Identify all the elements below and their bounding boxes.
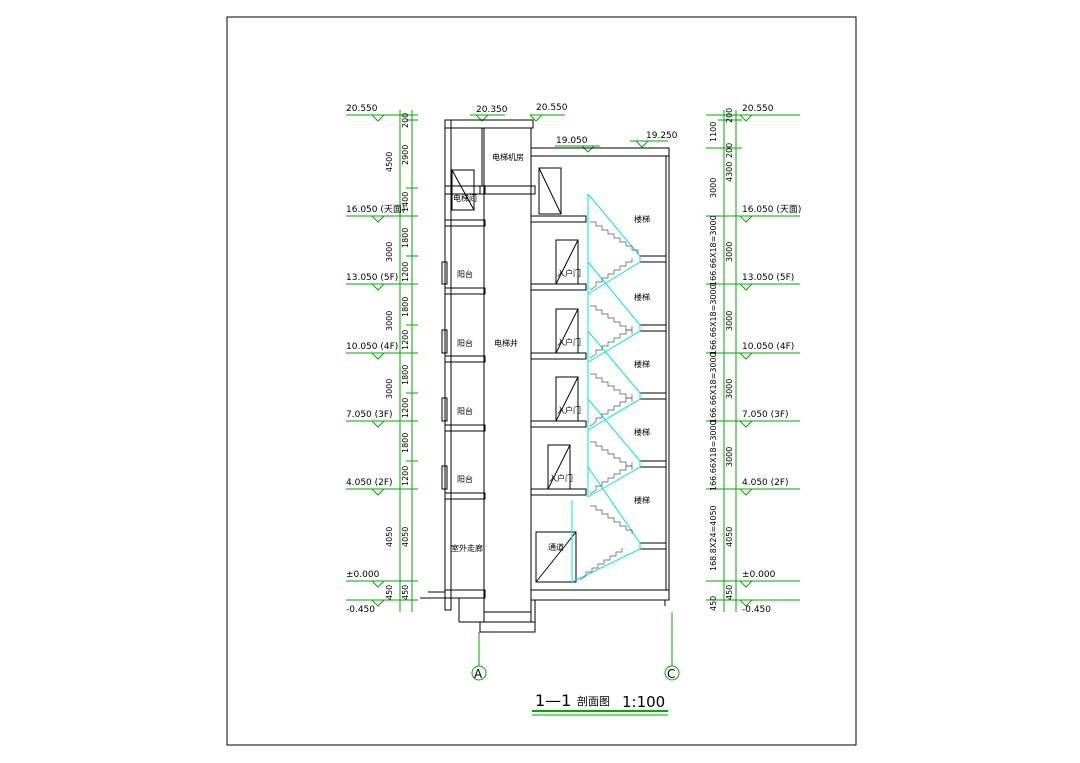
level-label: 4.050 (2F) (742, 478, 789, 488)
room-label: 阳台 (457, 406, 473, 416)
level-label: 10.050 (4F) (346, 342, 398, 352)
dimension-text: 3000 (725, 311, 734, 331)
level-label: 20.350 (476, 105, 508, 115)
building-section (420, 119, 670, 633)
dimension-text: 4300 (725, 162, 734, 182)
dimension-text: 1800 (401, 228, 410, 248)
room-label: 阳台 (457, 474, 473, 484)
dimension-text: 3000 (725, 379, 734, 399)
dimension-text: 166.66X18=3000 (709, 284, 718, 355)
right-dimension-chain (706, 110, 800, 612)
dimension-text: 450 (385, 585, 394, 600)
level-label: -0.450 (346, 605, 375, 615)
level-label: 20.550 (536, 103, 568, 113)
left-outer-dimension-texts: 4500 3000 3000 3000 4050 450 (385, 152, 394, 600)
room-label: 楼梯 (634, 214, 650, 224)
left-inner-dimension-texts: 200 2900 1400 1800 1200 1800 1200 1800 1… (401, 113, 410, 600)
right-level-labels: 20.550 16.050 (天面) 13.050 (5F) 10.050 (4… (742, 104, 801, 615)
drawing-frame (226, 16, 857, 746)
level-label: 19.050 (556, 136, 588, 146)
dimension-text: 200 (725, 108, 734, 123)
dimension-text: 3000 (725, 242, 734, 262)
axis-label-a: A (474, 667, 483, 681)
right-inner-dimension-texts: 200 200 4300 3000 3000 3000 3000 4050 45… (725, 108, 734, 600)
room-label: 电梯间 (453, 193, 477, 203)
room-label: 楼梯 (634, 427, 650, 437)
stair-flights (571, 193, 641, 583)
dimension-text: 4050 (385, 527, 394, 547)
room-label: 通道 (548, 542, 564, 552)
level-label: 19.250 (646, 131, 678, 141)
level-label: 13.050 (5F) (346, 273, 398, 283)
dimension-text: 3000 (709, 178, 718, 198)
room-label: 入户门 (557, 268, 581, 278)
dimension-text: 1800 (401, 365, 410, 385)
dimension-text: 4500 (385, 152, 394, 172)
room-label: 室外走廊 (451, 543, 483, 553)
level-label: 20.550 (742, 104, 774, 114)
dimension-text: 1200 (401, 466, 410, 486)
dimension-text: 3000 (385, 311, 394, 331)
level-label: 4.050 (2F) (346, 478, 393, 488)
dimension-text: 1800 (401, 433, 410, 453)
room-label: 楼梯 (634, 292, 650, 302)
grid-axes (471, 612, 680, 681)
dimension-text: 1200 (401, 398, 410, 418)
dimension-text: 2900 (401, 145, 410, 165)
dimension-text: 1200 (401, 330, 410, 350)
room-label: 电梯机房 (492, 152, 524, 162)
section-scale: 1:100 (622, 693, 665, 711)
dimension-text: 166.66X18=3000 (709, 215, 718, 286)
level-label: 16.050 (天面) (346, 204, 405, 215)
top-level-labels: 20.350 20.550 19.050 19.250 (476, 103, 678, 146)
dimension-text: 450 (401, 585, 410, 600)
axis-label-c: C (667, 667, 675, 681)
dimension-text: 166.66X18=3000 (709, 420, 718, 491)
room-labels: 电梯机房 电梯间 阳台 阳台 阳台 阳台 电梯井 楼梯 楼梯 楼梯 楼梯 楼梯 … (451, 152, 650, 553)
section-number: 1—1 (535, 691, 571, 710)
room-label: 阳台 (457, 269, 473, 279)
dimension-text: 4050 (725, 527, 734, 547)
dimension-text: 1800 (401, 297, 410, 317)
dimension-text: 450 (725, 585, 734, 600)
level-label: 10.050 (4F) (742, 342, 794, 352)
stair-treads (579, 221, 639, 581)
dimension-text: 4050 (401, 527, 410, 547)
dimension-text: 450 (709, 596, 718, 611)
right-outer-dimension-texts: 1100 3000 166.66X18=3000 166.66X18=3000 … (709, 122, 718, 611)
dimension-text: 1100 (709, 122, 718, 142)
left-dimension-chain (346, 110, 418, 612)
room-label: 入户门 (557, 405, 581, 415)
room-label: 入户门 (557, 337, 581, 347)
dimension-text: 200 (401, 113, 410, 128)
dimension-text: 1200 (401, 262, 410, 282)
top-level-markers (470, 114, 668, 153)
room-label: 楼梯 (634, 495, 650, 505)
section-name: 剖面图 (577, 694, 610, 708)
left-level-labels: 20.550 16.050 (天面) 13.050 (5F) 10.050 (4… (346, 104, 405, 615)
dimension-text: 168.8X24=4050 (709, 505, 718, 571)
level-label: ±0.000 (346, 570, 380, 580)
axis-bubble-c (664, 665, 680, 681)
level-label: 13.050 (5F) (742, 273, 794, 283)
axis-bubble-a (471, 665, 487, 681)
room-label: 入户门 (549, 473, 573, 483)
drawing-title: 1—1 剖面图 1:100 (532, 691, 668, 716)
room-label: 电梯井 (494, 338, 518, 348)
level-label: 7.050 (3F) (742, 410, 789, 420)
dimension-text: 166.66X18=3000 (709, 352, 718, 423)
dimension-text: 1400 (401, 192, 410, 212)
dimension-text: 200 (725, 143, 734, 158)
level-label: ±0.000 (742, 570, 776, 580)
level-label: -0.450 (742, 605, 771, 615)
room-label: 楼梯 (634, 359, 650, 369)
dimension-text: 3000 (725, 447, 734, 467)
level-label: 7.050 (3F) (346, 410, 393, 420)
room-label: 阳台 (457, 338, 473, 348)
dimension-text: 3000 (385, 379, 394, 399)
dimension-text: 3000 (385, 242, 394, 262)
level-label: 16.050 (天面) (742, 204, 801, 215)
level-label: 20.550 (346, 104, 378, 114)
